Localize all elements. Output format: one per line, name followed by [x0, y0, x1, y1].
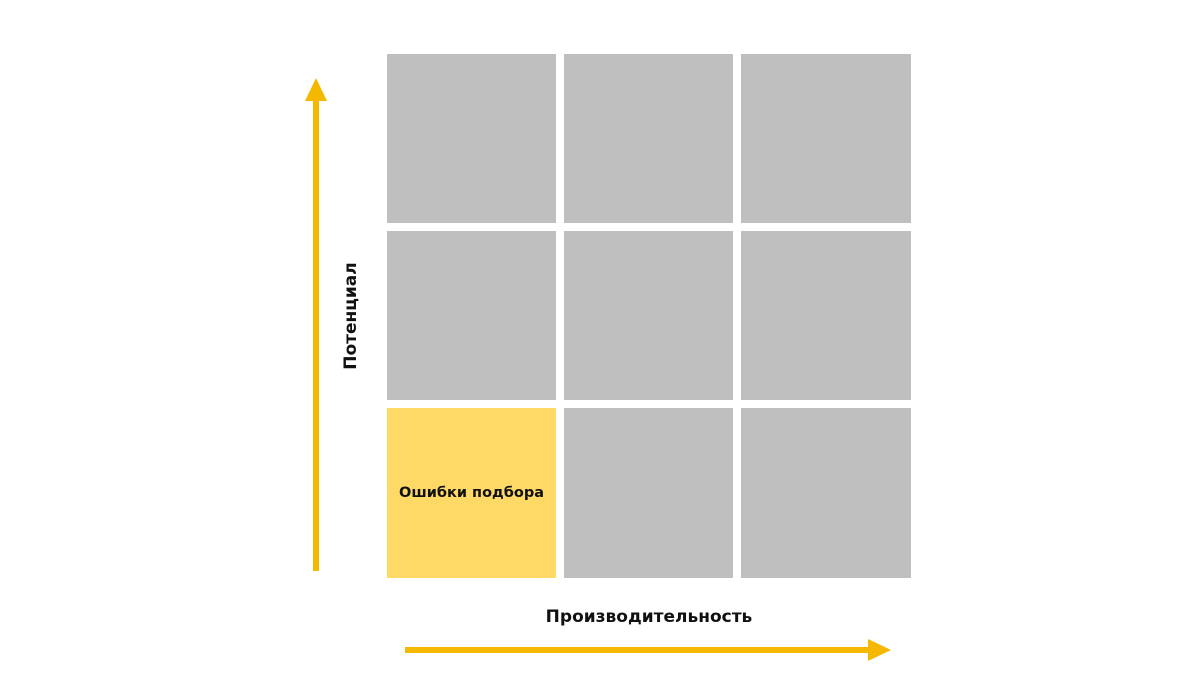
nine-box-grid: Ошибки подбора: [387, 54, 911, 578]
grid-cell: [387, 54, 556, 223]
grid-cell: [564, 408, 733, 578]
grid-cell: [741, 54, 911, 223]
grid-cell: [741, 408, 911, 578]
x-axis-arrow: [405, 639, 891, 661]
grid-cell: [741, 231, 911, 400]
grid-cell: [564, 231, 733, 400]
x-axis-label: Производительность: [545, 607, 753, 627]
grid-cell-highlighted: Ошибки подбора: [387, 408, 556, 578]
grid-cell: [387, 231, 556, 400]
grid-cell: [564, 54, 733, 223]
cell-label-hiring-mistakes: Ошибки подбора: [399, 485, 544, 501]
y-axis-label: Потенциал: [341, 262, 361, 370]
y-axis-arrow: [305, 78, 327, 571]
